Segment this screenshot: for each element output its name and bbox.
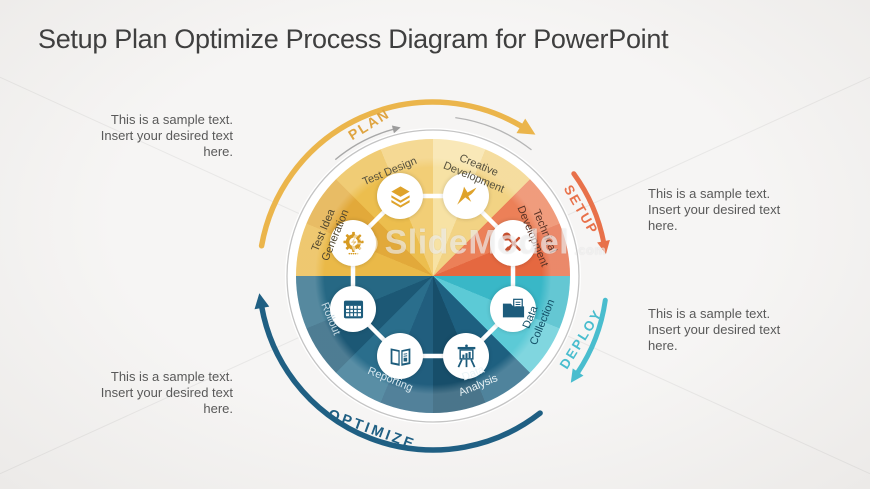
note-line: This is a sample text. (648, 186, 771, 201)
crossed-tools-icon (502, 232, 521, 252)
brochure-icon (390, 347, 410, 366)
note-line: Insert your desired text (648, 202, 781, 218)
node-reporting (377, 333, 423, 379)
node-data-analysis (443, 333, 489, 379)
easel-chart-icon (457, 344, 475, 367)
note-line: Insert your desired text (100, 128, 233, 144)
origami-bird-icon (456, 186, 476, 205)
sample-text-right-top: This is a sample text. Insert your desir… (648, 186, 818, 234)
page-title: Setup Plan Optimize Process Diagram for … (38, 24, 669, 54)
process-pie (296, 139, 570, 413)
gray-guide-arc (455, 116, 532, 151)
gray-guide-circle (286, 129, 580, 423)
note-line: here. (203, 144, 233, 160)
setup-arc-arrow (571, 171, 610, 255)
note-line: here. (648, 338, 678, 354)
optimize-arc-arrow (254, 293, 543, 453)
node-test-design (377, 173, 423, 219)
sample-text-right-bottom: This is a sample text. Insert your desir… (648, 306, 818, 354)
sample-text-left-top: This is a sample text. Insert your desir… (68, 112, 233, 160)
folder-document-icon (502, 298, 524, 317)
note-line: Insert your desired text (648, 322, 781, 338)
layers-icon (390, 185, 410, 208)
gray-arrow-arc (334, 125, 401, 161)
plan-arc-arrow (258, 99, 536, 249)
node-technical-development (490, 220, 536, 266)
connector-octagon (350, 193, 516, 359)
calendar-icon (343, 300, 363, 318)
node-rollout (330, 286, 376, 332)
sample-text-left-bottom: This is a sample text. Insert your desir… (68, 369, 233, 417)
note-line: This is a sample text. (110, 112, 233, 127)
note-line: This is a sample text. (110, 369, 233, 384)
node-creative-development (443, 173, 489, 219)
note-line: here. (648, 218, 678, 234)
node-data-collection (490, 286, 536, 332)
note-line: here. (203, 401, 233, 417)
deploy-arc-arrow (570, 297, 608, 383)
note-line: This is a sample text. (648, 306, 771, 321)
note-line: Insert your desired text (100, 385, 233, 401)
